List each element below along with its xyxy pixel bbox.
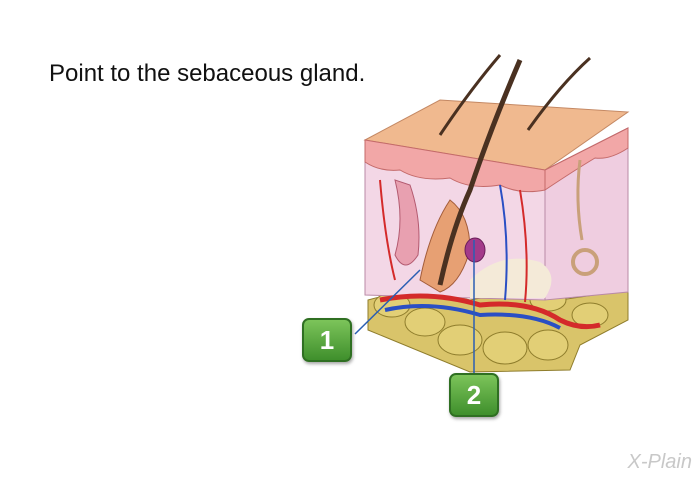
xplain-logo: X-Plain bbox=[628, 451, 692, 474]
sebaceous-gland bbox=[465, 238, 485, 262]
answer-button-1[interactable]: 1 bbox=[302, 318, 352, 362]
answer-button-2[interactable]: 2 bbox=[449, 373, 499, 417]
fat-layer bbox=[368, 289, 628, 372]
